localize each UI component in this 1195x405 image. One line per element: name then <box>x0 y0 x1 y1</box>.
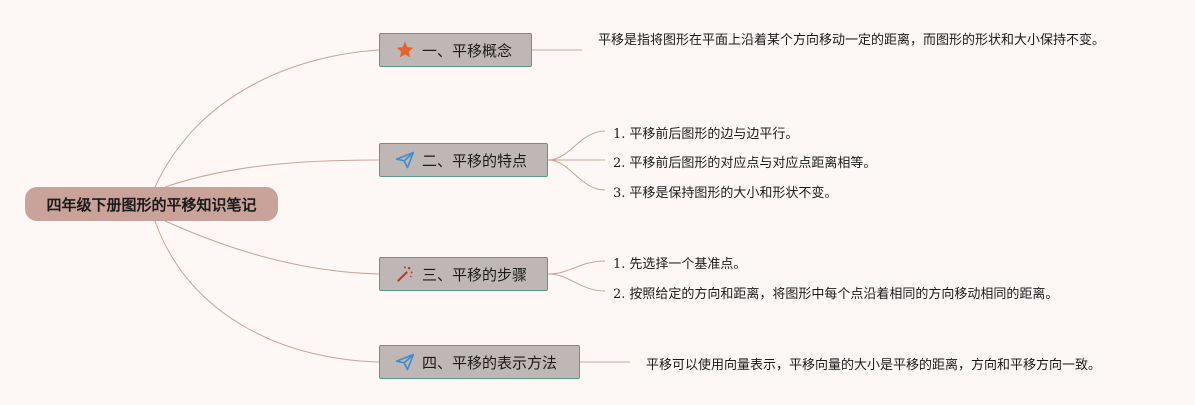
leaf-step-2: 2.按照给定的方向和距离，将图形中每个点沿着相同的方向移动相同的距离。 <box>613 287 1059 302</box>
branch-label: 二、平移的特点 <box>422 151 528 170</box>
branch-representation[interactable]: 四、平移的表示方法 <box>379 345 580 379</box>
leaf-concept-text: 平移是指将图形在平面上沿着某个方向移动一定的距离，而图形的形状和大小保持不变。 <box>598 33 1106 48</box>
branch-label: 四、平移的表示方法 <box>422 353 558 372</box>
paper-plane-icon <box>394 149 416 171</box>
leaf-feature-2: 2.平移前后图形的对应点与对应点距离相等。 <box>613 156 877 171</box>
star-icon <box>394 39 416 61</box>
leaf-feature-1: 1.平移前后图形的边与边平行。 <box>613 127 799 142</box>
branch-steps[interactable]: 三、平移的步骤 <box>379 257 548 291</box>
branch-concept[interactable]: 一、平移概念 <box>379 33 532 67</box>
branch-label: 三、平移的步骤 <box>422 265 528 284</box>
magic-wand-icon <box>394 263 416 285</box>
root-topic[interactable]: 四年级下册图形的平移知识笔记 <box>25 187 278 221</box>
paper-plane-icon <box>394 351 416 373</box>
branch-label: 一、平移概念 <box>422 41 513 60</box>
leaf-representation-text: 平移可以使用向量表示，平移向量的大小是平移的距离，方向和平移方向一致。 <box>646 358 1102 373</box>
leaf-feature-3: 3.平移是保持图形的大小和形状不变。 <box>613 186 838 201</box>
leaf-step-1: 1.先选择一个基准点。 <box>613 257 747 272</box>
branch-features[interactable]: 二、平移的特点 <box>379 143 548 177</box>
